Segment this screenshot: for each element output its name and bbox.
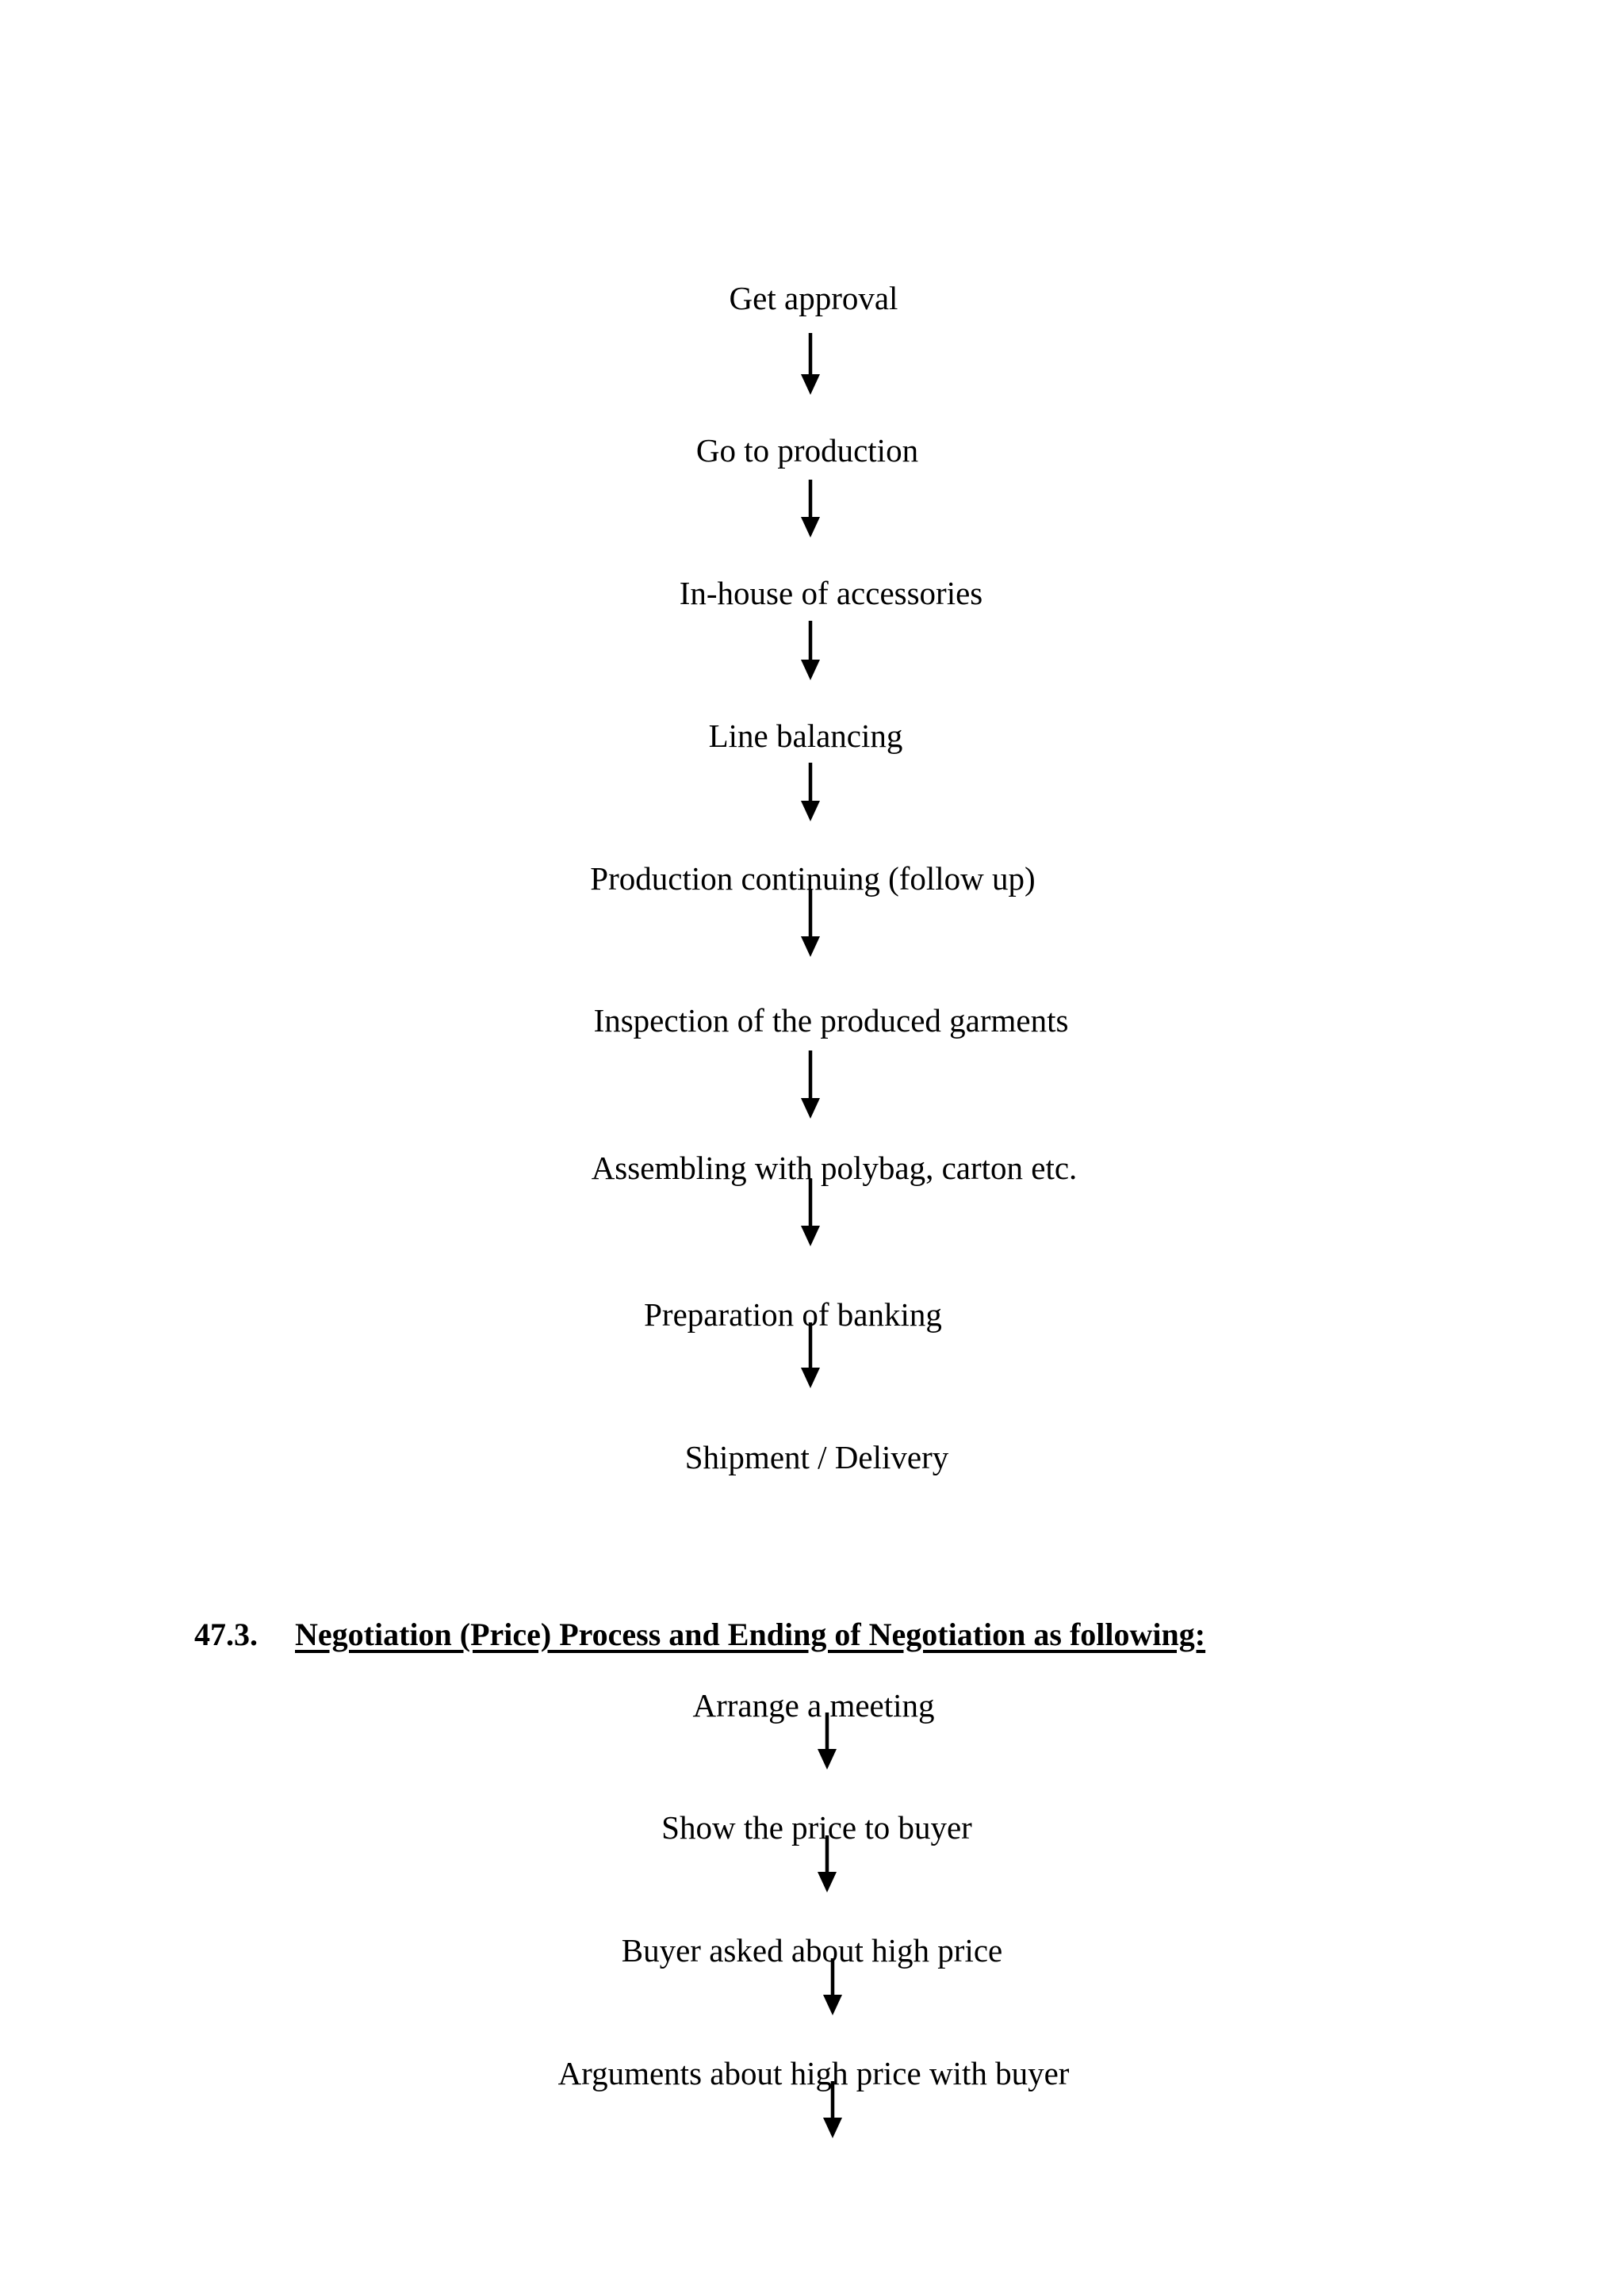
flow-step-label: Arrange a meeting [692,1687,935,1724]
section-heading-47-3: 47.3. Negotiation (Price) Process and En… [194,1617,1205,1652]
flow-step-label: Production continuing (follow up) [590,860,1036,897]
flow-arrow-down-icon [799,890,822,957]
flow-step-label: Line balancing [708,718,903,754]
flow-step-label: Assembling with polybag, carton etc. [591,1150,1078,1186]
flow-step-label: Buyer asked about high price [621,1932,1003,1969]
flow-arrow-down-icon [821,2081,845,2138]
flow-step-label: Get approval [729,280,898,316]
flow-step-label: In-house of accessories [679,575,983,611]
flow-step-label: Inspection of the produced garments [593,1002,1069,1039]
flow-arrow-down-icon [815,1712,839,1770]
flow-step-label: Arguments about high price with buyer [557,2055,1070,2091]
flow-step-label: Go to production [695,432,919,469]
flow-arrow-down-icon [815,1835,839,1892]
flow-arrow-down-icon [799,1050,822,1119]
section-number: 47.3. [194,1617,258,1652]
flow-step-label: Preparation of banking [644,1296,942,1333]
flow-arrow-down-icon [799,763,822,821]
flow-arrow-down-icon [799,480,822,538]
flow-step-label: Shipment / Delivery [684,1439,949,1475]
flow-arrow-down-icon [799,621,822,680]
flow-arrow-down-icon [799,333,822,395]
flow-arrow-down-icon [821,1958,845,2015]
section-title: Negotiation (Price) Process and Ending o… [295,1617,1206,1652]
flow-arrow-down-icon [799,1179,822,1246]
flow-arrow-down-icon [799,1322,822,1388]
flow-step-label: Show the price to buyer [661,1809,972,1846]
